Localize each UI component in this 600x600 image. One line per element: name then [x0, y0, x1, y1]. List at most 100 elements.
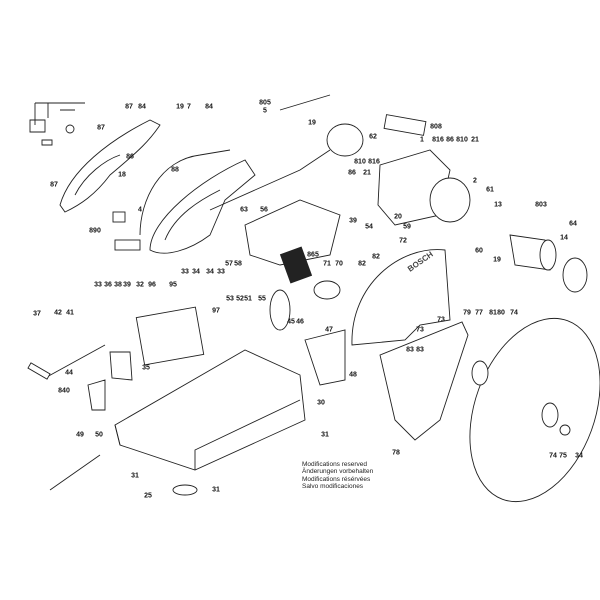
part-number-label: 52 [236, 295, 244, 303]
part-number-label: 805 [259, 99, 271, 107]
part-number-label: 47 [325, 326, 333, 334]
part-number-label: 75 [559, 452, 567, 460]
part-number-label: 7 [187, 103, 191, 111]
part-number-label: 840 [58, 387, 70, 395]
lower-guard [379, 321, 469, 441]
modifications-note: Modifications reserved Änderungen vorbeh… [302, 461, 373, 491]
part-number-label: 74 [549, 452, 557, 460]
part-number-label: 34 [575, 452, 583, 460]
part-number-label: 39 [349, 217, 357, 225]
note-line: Salvo modificaciones [302, 483, 364, 491]
switch-part [114, 239, 141, 251]
note-line: Modifications résérvées [302, 475, 371, 483]
part-number-label: 41 [66, 309, 74, 317]
part-number-label: 35 [142, 364, 150, 372]
part-number-label: 83 [416, 346, 424, 354]
part-number-label: 53 [226, 295, 234, 303]
part-number-label: 44 [65, 369, 73, 377]
cover-plate [304, 329, 346, 386]
part-number-label: 13 [494, 201, 502, 209]
part-number-label: 5 [263, 107, 267, 115]
part-number-label: 2 [473, 177, 477, 185]
part-number-label: 87 [125, 103, 133, 111]
end-shield [562, 257, 588, 293]
part-number-label: 83 [406, 346, 414, 354]
brush-part [279, 246, 313, 284]
part-number-label: 18 [118, 171, 126, 179]
bracket [109, 351, 133, 381]
part-number-label: 810 [354, 158, 366, 166]
capacitor-part [112, 211, 126, 223]
part-number-label: 64 [569, 220, 577, 228]
part-number-label: 72 [399, 237, 407, 245]
part-number-label: 19 [308, 119, 316, 127]
clamp-box [135, 306, 205, 366]
handle-right [149, 159, 256, 254]
part-number-label: 73 [437, 316, 445, 324]
part-number-label: 60 [475, 247, 483, 255]
part-number-label: 21 [363, 169, 371, 177]
spring [269, 289, 291, 331]
part-number-label: 19 [493, 256, 501, 264]
vise-screw [44, 344, 106, 379]
part-number-label: 62 [369, 133, 377, 141]
part-number-label: 84 [138, 103, 146, 111]
fan-cover [326, 123, 364, 157]
part-number-label: 38 [114, 281, 122, 289]
part-number-label: 96 [148, 281, 156, 289]
flange-part [313, 280, 341, 300]
part-number-label: 36 [104, 281, 112, 289]
part-number-label: 82 [372, 253, 380, 261]
inner-flange [471, 360, 489, 386]
part-number-label: 59 [403, 223, 411, 231]
hex-key [49, 454, 101, 491]
part-number-label: 42 [54, 309, 62, 317]
part-number-label: 51 [244, 295, 252, 303]
part-number-label: 33 [181, 268, 189, 276]
part-number-label: 57 [225, 260, 233, 268]
part-number-label: 808 [430, 123, 442, 131]
part-number-label: 56 [260, 206, 268, 214]
part-number-label: 34 [192, 268, 200, 276]
clamp-bracket [87, 379, 106, 411]
armature [509, 234, 588, 293]
vise-handle [27, 362, 51, 380]
part-number-label: 30 [317, 399, 325, 407]
part-number-label: 1 [420, 136, 424, 144]
part-number-label: 88 [171, 166, 179, 174]
part-number-label: 816 [432, 136, 444, 144]
part-number-label: 810 [456, 136, 468, 144]
part-number-label: 4 [138, 206, 142, 214]
part-number-label: 49 [76, 431, 84, 439]
part-number-label: 39 [123, 281, 131, 289]
part-number-label: 37 [33, 310, 41, 318]
part-number-label: 50 [95, 431, 103, 439]
motor-housing [326, 114, 471, 226]
part-number-label: 803 [535, 201, 547, 209]
part-number-label: 34 [206, 268, 214, 276]
part-number-label: 45 [287, 318, 295, 326]
foot [172, 484, 198, 496]
part-number-label: 77 [475, 309, 483, 317]
part-number-label: 31 [212, 486, 220, 494]
part-number-label: 84 [205, 103, 213, 111]
part-number-label: 61 [486, 186, 494, 194]
part-number-label: 48 [349, 371, 357, 379]
part-number-label: 890 [89, 227, 101, 235]
part-number-label: 79 [463, 309, 471, 317]
handle-left [59, 119, 161, 213]
gear-housing [244, 199, 341, 266]
part-number-label: 19 [176, 103, 184, 111]
part-number-label: 55 [258, 295, 266, 303]
part-number-label: 25 [144, 492, 152, 500]
part-number-label: 86 [126, 153, 134, 161]
part-number-label: 97 [212, 307, 220, 315]
label-plate [383, 114, 427, 136]
part-number-label: 73 [416, 326, 424, 334]
part-number-label: 78 [392, 449, 400, 457]
part-number-label: 31 [321, 431, 329, 439]
part-number-label: 21 [471, 136, 479, 144]
part-number-label: 74 [510, 309, 518, 317]
part-number-label: 87 [97, 124, 105, 132]
